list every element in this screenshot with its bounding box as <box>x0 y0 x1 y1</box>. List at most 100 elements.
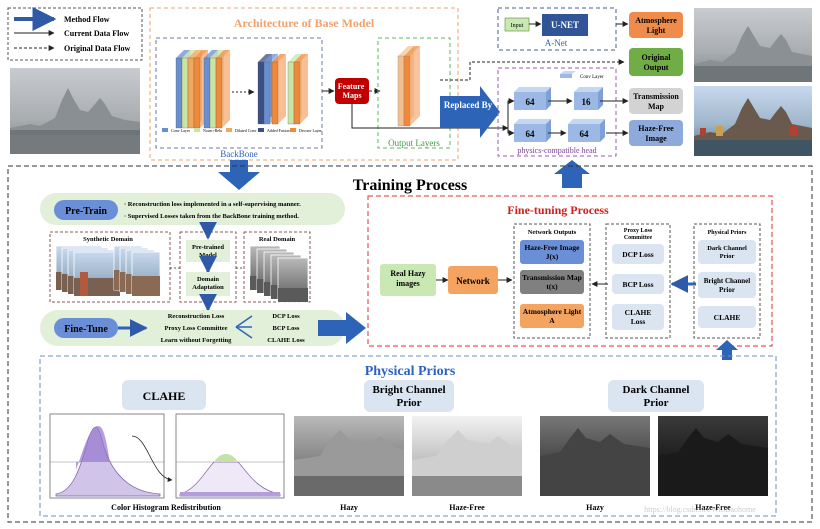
svg-text:Real Domain: Real Domain <box>259 236 296 243</box>
clahe-prior-box <box>698 306 756 328</box>
svg-text:Deconv Layer: Deconv Layer <box>299 128 322 133</box>
svg-text:Hazy: Hazy <box>340 503 358 512</box>
backbone-layers <box>175 50 308 129</box>
atmosphere-light-output <box>629 12 683 38</box>
real-hazy-images-box <box>380 264 436 296</box>
head-conv-cube: 16 <box>574 87 603 110</box>
svg-text:Proxy Loss Committee: Proxy Loss Committee <box>164 325 227 332</box>
svg-text:Learn without Forgetting: Learn without Forgetting <box>161 337 233 344</box>
svg-text:DCP Loss: DCP Loss <box>622 250 654 259</box>
training-process-box <box>7 165 813 523</box>
svg-text:BCP Loss: BCP Loss <box>273 325 300 332</box>
color-histogram-label: Color Histogram Redistribution <box>111 503 221 512</box>
haze-free-output <box>629 120 683 146</box>
svg-text:BCP Loss: BCP Loss <box>622 280 653 289</box>
backbone-label: BackBone <box>220 149 258 159</box>
head-cube-label: 64 <box>526 129 536 139</box>
method-arrow-down <box>218 160 260 190</box>
synthetic-domain-box <box>49 231 171 303</box>
proxy-committee-box <box>605 223 671 339</box>
svg-text:Synthetic Domain: Synthetic Domain <box>83 236 133 243</box>
dark-hazefree-image <box>658 416 768 496</box>
svg-text:Conv Layer: Conv Layer <box>171 128 191 133</box>
svg-text:CLAHE: CLAHE <box>714 313 741 322</box>
clahe-loss-box <box>612 304 664 330</box>
original-output-image <box>694 8 812 82</box>
hazy-input-image <box>10 68 140 154</box>
svg-text:CLAHE Loss: CLAHE Loss <box>267 337 305 344</box>
svg-text:Pre-Train: Pre-Train <box>65 206 107 217</box>
dcp-loss-box <box>612 244 664 264</box>
physics-head-box <box>497 67 617 157</box>
synthetic-image-tile <box>73 251 121 297</box>
synthetic-image-tile <box>131 251 161 297</box>
output-layer-slabs <box>397 46 420 127</box>
anet-label: A-Net <box>545 38 568 48</box>
nout-haze-free <box>520 240 584 264</box>
legend-method-flow: Method Flow <box>64 15 110 24</box>
finetuning-title: Fine-tuning Process <box>507 203 609 217</box>
output-layers-box <box>377 37 451 149</box>
svg-text:DCP Loss: DCP Loss <box>272 313 300 320</box>
clahe-header <box>122 380 206 410</box>
domain-adaptation-box <box>186 272 230 296</box>
physical-priors-box <box>39 355 777 517</box>
head-cubes: 64 16 64 64 <box>514 87 605 142</box>
physical-priors-title: Physical Priors <box>365 364 456 379</box>
head-cube-label: 16 <box>582 97 592 107</box>
method-arrow-up <box>554 160 590 188</box>
dark-prior-box <box>698 240 756 264</box>
backbone-layer-slab <box>215 50 230 129</box>
dark-header <box>608 380 704 412</box>
feature-maps-box <box>335 78 369 104</box>
finetuning-process-box <box>367 195 773 347</box>
watermark: https://blog.csdn.net/WillBaohome <box>644 505 756 514</box>
histogram-after <box>175 413 285 499</box>
head-conv-cube: 64 <box>568 119 605 142</box>
head-conv-cube: 64 <box>514 87 551 110</box>
svg-text:Network Outputs: Network Outputs <box>528 229 577 236</box>
layer-legend: Conv Layer Norm+Relu Dilated Conv Added … <box>162 128 322 133</box>
legend-current-flow: Current Data Flow <box>64 29 129 38</box>
svg-text:Conv Layer: Conv Layer <box>580 75 604 80</box>
svg-text:Network: Network <box>456 276 490 286</box>
svg-text:Fine-Tune: Fine-Tune <box>64 324 108 335</box>
svg-text:Hazy: Hazy <box>586 503 604 512</box>
svg-text:Added Fusion: Added Fusion <box>267 128 290 133</box>
bright-hazefree-image <box>412 416 522 496</box>
svg-text:Haze-Free: Haze-Free <box>695 503 731 512</box>
svg-text:Input: Input <box>511 23 524 29</box>
replaced-by-arrow: Replaced By <box>440 86 500 138</box>
svg-text:CLAHE: CLAHE <box>143 389 186 403</box>
legend-original-flow: Original Data Flow <box>64 44 130 53</box>
haze-free-output-image <box>694 86 812 156</box>
finetune-panel <box>40 310 345 346</box>
svg-text:Dilated Conv: Dilated Conv <box>235 128 256 133</box>
flow-legend: Method Flow Current Data Flow Original D… <box>7 7 143 61</box>
svg-text:U-NET: U-NET <box>551 20 579 30</box>
pretrain-note-1: · Reconstruction loss implemented in a s… <box>124 201 301 208</box>
head-cube-label: 64 <box>580 129 590 139</box>
method-arrow-right <box>318 312 366 344</box>
backbone-box <box>155 37 323 149</box>
output-layer-slab <box>403 46 420 127</box>
svg-text:Norm+Relu: Norm+Relu <box>203 128 222 133</box>
original-output-box <box>629 48 683 76</box>
finetune-priors-box <box>693 223 761 339</box>
histogram-before <box>49 413 165 499</box>
conv-layer-legend: Conv Layer <box>560 71 604 80</box>
head-conv-cube: 64 <box>514 119 551 142</box>
real-image-tile <box>277 257 309 303</box>
